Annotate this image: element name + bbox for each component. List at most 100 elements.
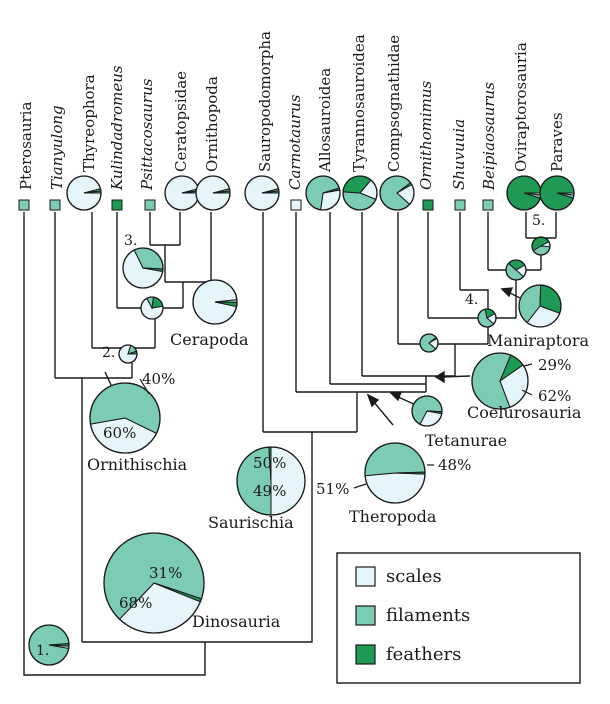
clade-label-dinosauria: Dinosauria xyxy=(192,612,281,631)
saurischia-filaments-percent: 49% xyxy=(253,482,286,500)
pie-paraves xyxy=(539,175,575,211)
pie-compsognathidae xyxy=(379,175,415,211)
pie-outline xyxy=(236,446,306,516)
theropoda-scales-percent: 48% xyxy=(438,456,471,474)
pie-outline xyxy=(118,344,138,364)
legend: scales filaments feathers xyxy=(336,552,581,684)
pie-outline xyxy=(364,442,426,504)
pie-kulinda-node xyxy=(140,296,164,320)
pie-slice-scales xyxy=(364,472,426,504)
clade-labels: Cerapoda Ornithischia Dinosauria Saurisc… xyxy=(87,330,589,631)
pie-allosauroidea xyxy=(305,175,341,211)
taxon-label-compsognathidae: Compsognathidae xyxy=(385,35,403,172)
pie-oviraptorosauria xyxy=(506,175,542,211)
pie-outline xyxy=(505,259,527,281)
taxon-label-tyrannosauroidea: Tyrannosauroidea xyxy=(350,34,368,172)
pie-outline xyxy=(379,175,415,211)
pie-saurischia xyxy=(236,446,306,516)
pie-outline xyxy=(411,395,443,427)
clade-label-cerapoda: Cerapoda xyxy=(170,330,249,349)
state-pie-charts xyxy=(28,175,575,666)
pie-outline xyxy=(531,236,551,256)
taxon-label-pterosauria: Pterosauria xyxy=(17,102,35,190)
taxon-label-shuvuuia: Shuvuuia xyxy=(450,119,468,190)
pie-outline xyxy=(342,175,378,211)
pie-outline xyxy=(140,296,164,320)
tip-square-ornithomimus xyxy=(422,199,434,211)
pie-root xyxy=(28,624,70,666)
coelurosauria-filaments-percent: 62% xyxy=(538,387,571,405)
dinosauria-filaments-percent: 68% xyxy=(119,594,152,612)
node-numbers: 1. 2. 3. 4. 5. xyxy=(36,213,545,659)
taxon-label-carnotaurus: Carnotaurus xyxy=(286,94,304,190)
taxon-label-paraves: Paraves xyxy=(548,112,566,172)
pie-outline xyxy=(66,175,102,211)
taxon-label-allosauroidea: Allosauroidea xyxy=(316,68,334,173)
percent-leaders xyxy=(139,363,533,489)
node-number-2: 2. xyxy=(102,345,115,361)
pie-dinosauria xyxy=(103,532,205,634)
tip-square-carnotaurus xyxy=(290,199,302,211)
pie-outline xyxy=(477,308,497,328)
tip-labels: Pterosauria Tianyulong Thyreophora Kulin… xyxy=(17,31,566,191)
legend-box xyxy=(336,552,581,684)
taxon-label-psittacosaurus: Psittacosaurus xyxy=(138,78,156,191)
tip-square-beipiaosaurus xyxy=(482,199,494,211)
node-number-5: 5. xyxy=(532,213,545,229)
taxon-label-ornithomimus: Ornithomimus xyxy=(417,80,435,190)
ornithischia-scales-percent: 40% xyxy=(142,370,175,388)
taxon-label-ornithopoda: Ornithopoda xyxy=(203,76,221,172)
legend-swatch-scales xyxy=(355,566,376,587)
pie-outline xyxy=(195,175,231,211)
legend-label-feathers: feathers xyxy=(386,644,461,665)
pie-outline xyxy=(89,382,161,454)
clade-label-tetanurae: Tetanurae xyxy=(425,431,507,450)
tip-square-kulindadromeus xyxy=(111,199,123,211)
pie-node4 xyxy=(477,308,497,328)
coelurosauria-scales-percent: 29% xyxy=(538,356,571,374)
theropoda-filaments-percent: 51% xyxy=(316,480,349,498)
legend-label-scales: scales xyxy=(386,566,442,587)
percent-labels: 40% 60% 31% 68% 50% 49% 48% 51% 29% 62% xyxy=(103,356,571,612)
pie-coelurosauria xyxy=(471,352,529,410)
tip-square-shuvuuia xyxy=(454,199,466,211)
pie-outline xyxy=(103,532,205,634)
pie-beip-node xyxy=(505,259,527,281)
node-number-4: 4. xyxy=(465,292,478,308)
clade-label-saurischia: Saurischia xyxy=(208,513,294,532)
taxon-label-tianyulong: Tianyulong xyxy=(48,105,66,190)
pie-node5 xyxy=(531,236,551,256)
pie-ornithopoda xyxy=(195,175,231,211)
pie-tyrannosauroidea xyxy=(342,175,378,211)
pie-outline xyxy=(518,284,562,328)
legend-swatch-feathers xyxy=(355,644,376,665)
pie-maniraptora xyxy=(518,284,562,328)
taxon-label-thyreophora: Thyreophora xyxy=(80,74,98,172)
pie-cerapoda xyxy=(192,279,238,325)
pie-outline xyxy=(305,175,341,211)
node-number-1: 1. xyxy=(36,643,49,659)
saurischia-scales-percent: 50% xyxy=(253,454,286,472)
legend-label-filaments: filaments xyxy=(386,605,470,626)
tip-square-tianyulong xyxy=(49,199,61,211)
pie-outline xyxy=(539,175,575,211)
ornithischia-filaments-percent: 60% xyxy=(103,424,136,442)
pie-comps-node xyxy=(419,333,439,353)
pie-ceratopsidae xyxy=(164,175,200,211)
pie-thyreophora xyxy=(66,175,102,211)
legend-swatch-filaments xyxy=(355,605,376,626)
pie-node2 xyxy=(118,344,138,364)
pie-tetanurae xyxy=(411,395,443,427)
pie-outline xyxy=(122,247,164,289)
taxon-label-ceratopsidae: Ceratopsidae xyxy=(172,71,190,172)
clade-label-coelurosauria: Coelurosauria xyxy=(467,403,582,422)
pie-outline xyxy=(471,352,529,410)
pie-node3 xyxy=(122,247,164,289)
tip-state-squares xyxy=(18,199,494,211)
pie-ornithischia xyxy=(89,382,161,454)
taxon-label-sauropodomorpha: Sauropodomorpha xyxy=(256,31,274,172)
dinosauria-scales-percent: 31% xyxy=(149,564,182,582)
pie-outline xyxy=(419,333,439,353)
clade-label-ornithischia: Ornithischia xyxy=(87,455,188,474)
